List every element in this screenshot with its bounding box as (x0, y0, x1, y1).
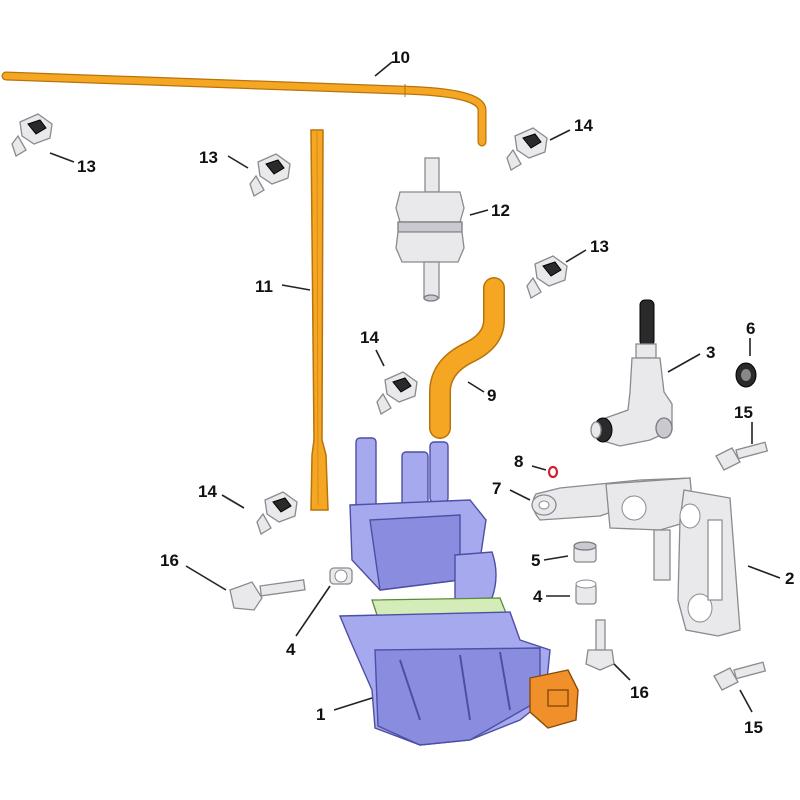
callout-labels: 10 13 13 14 12 13 11 14 9 3 6 15 8 7 14 … (77, 48, 794, 737)
callout-15-top: 15 (734, 403, 753, 422)
hose-9 (429, 277, 505, 439)
bolt-16-right (585, 619, 615, 671)
fuel-pump-1 (338, 437, 579, 746)
callout-8: 8 (514, 452, 523, 471)
callout-16-right: 16 (630, 683, 649, 702)
callout-4-right: 4 (533, 587, 543, 606)
callout-7: 7 (492, 479, 501, 498)
callout-5: 5 (531, 551, 540, 570)
clamp-13-mid (249, 153, 291, 197)
clamp-14-mid (376, 371, 418, 415)
bushing-4-left (329, 567, 353, 585)
clamp-13-left (11, 113, 53, 157)
bolt-15-bottom (713, 661, 767, 691)
clamp-14-low (256, 491, 298, 535)
bracket-7 (531, 477, 695, 581)
hose-10 (1, 71, 487, 147)
callout-2: 2 (785, 569, 794, 588)
clamp-14-top (506, 127, 548, 171)
oring-8 (547, 465, 559, 479)
leader-lines (49, 61, 781, 713)
callout-13-mid: 13 (199, 148, 218, 167)
bracket-2 (677, 489, 741, 637)
callout-15-bottom: 15 (744, 718, 763, 737)
callout-14-top: 14 (574, 116, 593, 135)
callout-14-low: 14 (198, 482, 217, 501)
callout-13-left: 13 (77, 157, 96, 176)
callout-3: 3 (706, 343, 715, 362)
callout-4-left: 4 (286, 640, 296, 659)
callout-11: 11 (255, 277, 273, 296)
clamp-13-right (526, 255, 568, 299)
bolt-15-top (715, 441, 769, 471)
callout-13-right: 13 (590, 237, 609, 256)
washer-6 (735, 362, 757, 388)
callout-10: 10 (391, 48, 410, 67)
bolt-16-left (229, 579, 306, 611)
fuel-filter-12 (395, 157, 465, 302)
callout-1: 1 (316, 705, 325, 724)
callout-14-mid: 14 (360, 328, 379, 347)
callout-16-left: 16 (160, 551, 179, 570)
callout-12: 12 (491, 201, 510, 220)
hose-11 (310, 129, 329, 511)
bushing-5 (573, 541, 597, 563)
callout-9: 9 (487, 386, 496, 405)
valve-3 (590, 299, 673, 447)
bushing-4-right (575, 579, 597, 605)
callout-6: 6 (746, 319, 755, 338)
